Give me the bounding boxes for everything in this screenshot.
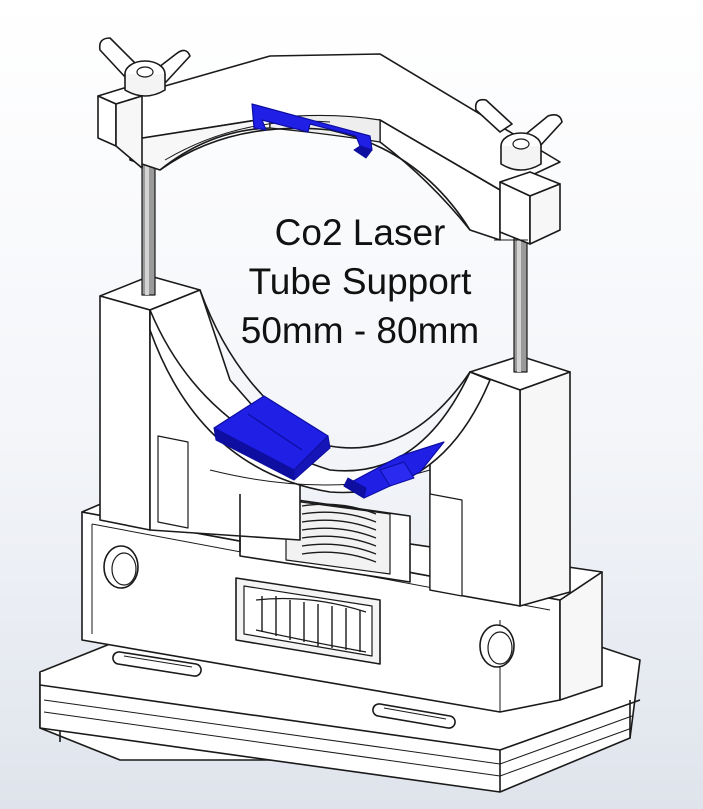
right-tower <box>429 355 571 607</box>
caption-line-1: Co2 Laser <box>274 212 446 253</box>
mounting-slot-icon <box>372 703 456 729</box>
wing-nut-left-icon <box>98 37 191 97</box>
top-clamp <box>97 53 561 245</box>
caption-line-2: Tube Support <box>248 261 472 302</box>
mounting-slot-icon <box>112 651 202 677</box>
top-blue-pad <box>251 103 373 159</box>
caption-block: Co2 Laser Tube Support 50mm - 80mm <box>205 208 515 355</box>
left-blue-pad <box>213 395 331 481</box>
rod-right <box>513 231 528 373</box>
right-blue-pad <box>343 441 445 499</box>
caption-line-3: 50mm - 80mm <box>240 310 480 351</box>
mounting-hole-icon <box>479 624 515 668</box>
gear-icon <box>235 577 381 665</box>
rod-left <box>141 149 156 296</box>
wing-nut-right-icon <box>474 98 563 171</box>
mounting-hole-icon <box>103 545 139 589</box>
